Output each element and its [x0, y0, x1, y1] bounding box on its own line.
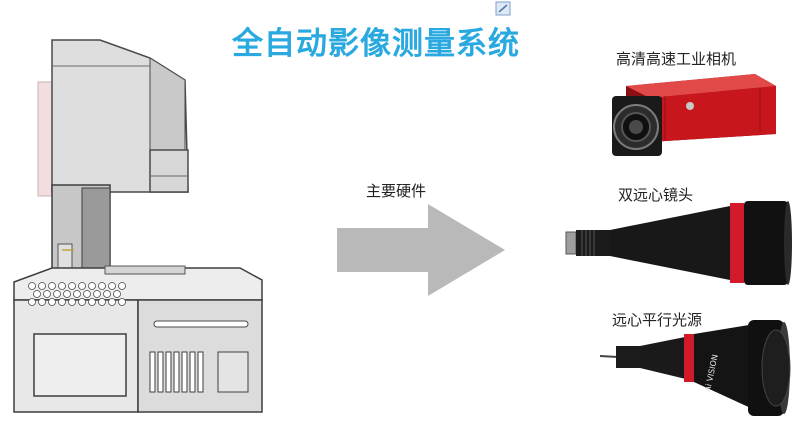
page-title: 全自动影像测量系统: [232, 26, 520, 62]
hardware-label: 主要硬件: [366, 182, 427, 200]
lens-label: 双远心镜头: [618, 186, 694, 204]
camera-label: 高清高速工业相机: [616, 50, 737, 68]
light-source-label: 远心平行光源: [612, 311, 703, 329]
